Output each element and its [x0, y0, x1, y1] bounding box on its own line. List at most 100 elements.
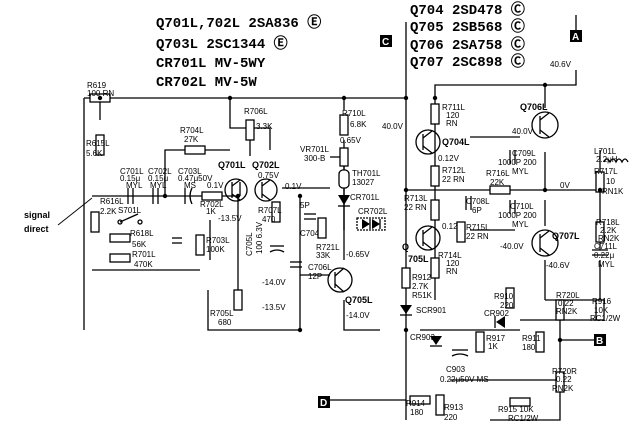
- r721l-resistor: [317, 217, 327, 239]
- c708l-value: 6P: [472, 206, 482, 215]
- r916-value: 10K: [594, 306, 609, 315]
- r616l-value: 2.2K: [100, 207, 117, 216]
- c710l-type: MYL: [512, 220, 529, 229]
- r912-resistor: [401, 267, 411, 289]
- q705l-base-voltage: -0.65V: [346, 250, 370, 259]
- part-list-line: Q706 2SA758 Ⓒ: [410, 36, 525, 54]
- r705l-value: 680: [218, 318, 232, 327]
- c709l-label: C709L: [512, 149, 536, 158]
- r718l-type: RN2K: [598, 234, 620, 243]
- r713l-resistor: [430, 199, 440, 221]
- part-list-line: Q705 2SB568 Ⓒ: [410, 18, 525, 36]
- q702l-voltage: 0.75V: [258, 171, 280, 180]
- q702l-label: Q702L: [252, 160, 280, 170]
- r914-label: R914: [406, 399, 426, 408]
- r716l-value: 22K: [490, 178, 505, 187]
- r618l-label: R618L: [130, 229, 154, 238]
- svg-text:A: A: [572, 32, 579, 43]
- r912-value: 2.7K: [412, 282, 429, 291]
- connector-c: C: [380, 35, 392, 48]
- vr701l-value: 300-B: [304, 154, 325, 163]
- c903-label: C903: [446, 365, 466, 374]
- cr902-diode: [494, 316, 505, 328]
- r911-value: 180: [522, 343, 536, 352]
- r721l-value: 33K: [316, 251, 331, 260]
- r910-value: 220: [500, 301, 514, 310]
- part-list-right: Q704 2SD478 Ⓒ Q705 2SB568 Ⓒ Q706 2SA758 …: [410, 1, 525, 71]
- th701l-thermistor: [338, 169, 350, 189]
- r715l-value: 22 RN: [466, 232, 489, 241]
- r714l-resistor: [430, 257, 440, 279]
- r916-type: RC1/2W: [590, 314, 621, 323]
- q707l-emitter-voltage: -40.6V: [546, 261, 570, 270]
- q704l-label: Q704L: [442, 137, 470, 147]
- r912-label: R912: [412, 273, 432, 282]
- supply-voltage-14b: -14.0V: [346, 311, 370, 320]
- l701l-inductor: [603, 158, 629, 164]
- part-list-line: Q703L 2SC1344 Ⓔ: [156, 35, 288, 53]
- c706l-label: C706L: [308, 263, 332, 272]
- r702l-resistor: [201, 191, 223, 201]
- r706l-resistor: [245, 119, 255, 141]
- c708l-label: C708L: [466, 197, 490, 206]
- r916-label: R916: [592, 297, 612, 306]
- r704l-resistor: [184, 145, 206, 155]
- c903-value: 0.22μ50V MS: [440, 375, 489, 384]
- q704l-transistor: [415, 129, 441, 155]
- connector-b: B: [594, 334, 606, 347]
- q706l-label: Q706L: [520, 102, 548, 112]
- r616l-resistor: [90, 211, 100, 233]
- l701l-value: 2.2μH: [596, 155, 618, 164]
- r712l-resistor: [430, 165, 440, 187]
- q705-label: 705L: [408, 254, 429, 264]
- r704l-label: R704L: [180, 126, 204, 135]
- output-node-voltage: 0V: [560, 181, 570, 190]
- r717l-value: 10: [606, 177, 615, 186]
- r720r-value: 0.22: [556, 375, 572, 384]
- scr901-label: SCR901: [416, 306, 447, 315]
- c709l-value: 1000P 200: [498, 158, 537, 167]
- c710l-value: 1000P 200: [498, 211, 537, 220]
- c903-capacitor: [451, 349, 469, 357]
- vr701l-label: VR701L: [300, 145, 329, 154]
- r702l-label: R702L: [200, 200, 224, 209]
- s701l-label: S701L: [118, 206, 142, 215]
- r714l-value1: 120: [446, 259, 460, 268]
- c709l-type: MYL: [512, 167, 529, 176]
- c711l-capacitor: [592, 249, 608, 256]
- q705-label-prefix: Q: [402, 242, 409, 252]
- c701l-type: MYL: [126, 181, 143, 190]
- q701l-voltage: 0.1V: [207, 181, 224, 190]
- cr902-label: CR902: [484, 309, 509, 318]
- r710l-resistor: [339, 114, 349, 136]
- r914-value: 180: [410, 408, 424, 417]
- c710l-label: C710L: [510, 202, 534, 211]
- r615l-value: 5.6K: [86, 149, 103, 158]
- r720l-label: R720L: [556, 291, 580, 300]
- r917-label: R917: [486, 334, 506, 343]
- r703l-label: R703L: [206, 236, 230, 245]
- supply-voltage-14a: -14.0V: [262, 278, 286, 287]
- r619-value: 100 RN: [87, 89, 114, 98]
- r716l-label: R716L: [486, 169, 510, 178]
- r910-label: R910: [494, 292, 514, 301]
- cr701l-diode: [338, 195, 350, 207]
- r911-label: R911: [522, 334, 541, 343]
- c702l-label: C702L: [148, 167, 172, 176]
- r913-label: R913: [444, 403, 464, 412]
- r720l-type: RN2K: [556, 307, 578, 316]
- r720r-type: RN2K: [552, 384, 574, 393]
- c705l-label: C705L: [245, 232, 254, 256]
- q707l-label: Q707L: [552, 231, 580, 241]
- r703l-value: 100K: [206, 245, 225, 254]
- q706l-transistor: [531, 111, 559, 139]
- r717l-type: RN1K: [602, 187, 624, 196]
- r720r-label: R720R: [552, 367, 577, 376]
- part-list-line: Q707 2SC898 Ⓒ: [410, 53, 525, 71]
- part-list-line: Q701L,702L 2SA836 Ⓔ: [156, 14, 321, 32]
- r718l-value: 2.2K: [600, 226, 617, 235]
- r616l-label: R616L: [100, 197, 124, 206]
- r917-resistor: [475, 331, 485, 353]
- q705l-transistor: [327, 267, 353, 293]
- c711l-label: C711L: [594, 242, 618, 251]
